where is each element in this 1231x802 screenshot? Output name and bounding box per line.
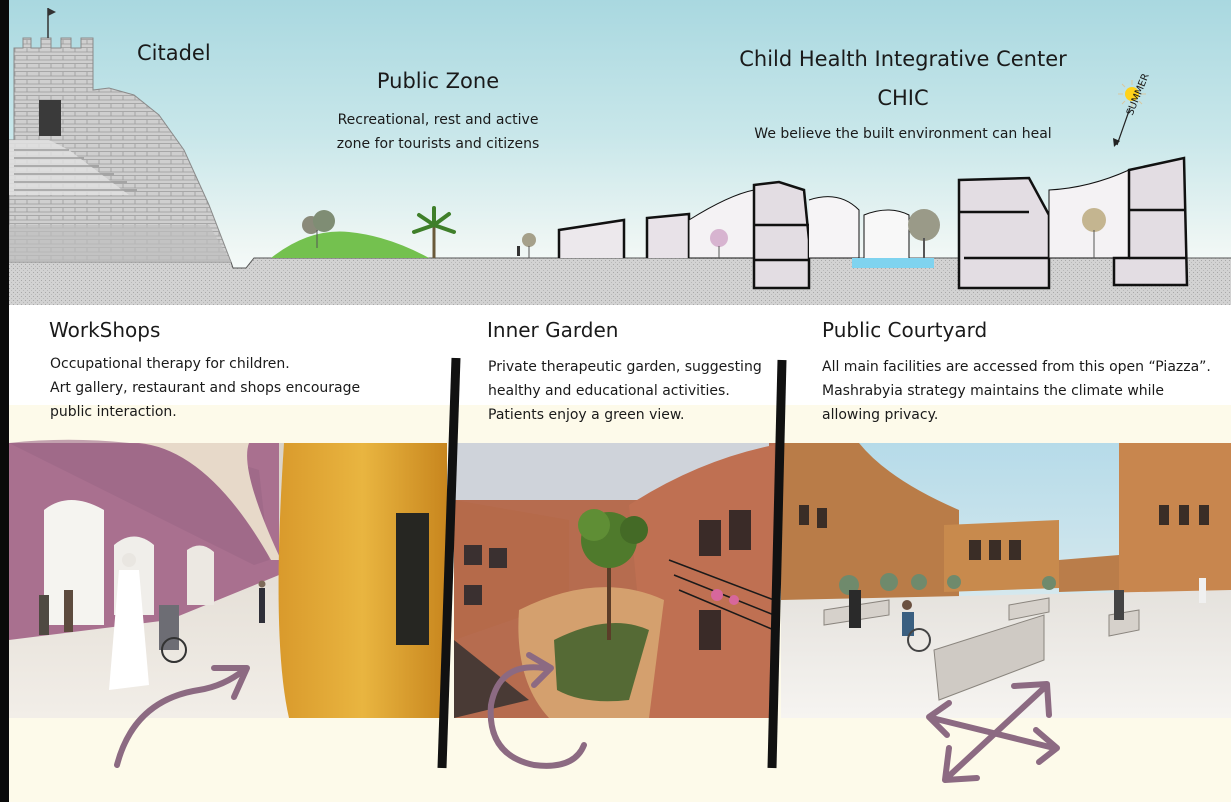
panel-inner-garden-line-2: healthy and educational activities. xyxy=(488,383,730,399)
chic-tagline: We believe the built environment can hea… xyxy=(754,126,1052,142)
citadel-illustration xyxy=(9,8,232,263)
ground-hatch xyxy=(9,258,1231,305)
curved-arrow-icon xyxy=(114,665,250,768)
panel-inner-garden-line-1: Private therapeutic garden, suggesting xyxy=(488,359,762,375)
section-trees xyxy=(710,208,1106,258)
panel-public-courtyard-line-3: allowing privacy. xyxy=(822,407,939,423)
chic-title: Child Health Integrative Center xyxy=(739,47,1067,71)
chic-acronym: CHIC xyxy=(877,86,929,110)
inner-garden-photo xyxy=(454,443,776,718)
public-courtyard-photo xyxy=(781,443,1231,718)
citadel-label: Citadel xyxy=(137,41,211,65)
panel-photos xyxy=(9,357,1231,783)
pool xyxy=(852,258,934,268)
panel-text-band xyxy=(9,305,1231,405)
divider-left xyxy=(437,357,461,769)
panel-workshops-line-1: Occupational therapy for children. xyxy=(50,356,290,372)
site-section-drawing xyxy=(9,8,1231,305)
cross-arrows-icon xyxy=(926,681,1060,783)
panel-public-courtyard-line-2: Mashrabyia strategy maintains the climat… xyxy=(822,383,1165,399)
poster: SUMMER Citadel Public Zone Recreational,… xyxy=(9,0,1231,802)
sun-icon xyxy=(1113,80,1146,147)
panel-workshops-line-3: public interaction. xyxy=(50,404,177,420)
panel-public-courtyard-title: Public Courtyard xyxy=(822,318,988,342)
public-zone-desc-line-1: Recreational, rest and active xyxy=(337,112,539,128)
public-zone-title: Public Zone xyxy=(376,69,500,93)
panel-workshops-line-2: Art gallery, restaurant and shops encour… xyxy=(50,380,361,396)
panel-workshops-title: WorkShops xyxy=(49,318,161,342)
divider-right xyxy=(767,359,787,769)
workshops-photo xyxy=(9,439,447,718)
circular-arrow-icon xyxy=(487,652,587,769)
panel-inner-garden-line-3: Patients enjoy a green view. xyxy=(488,407,685,423)
panel-public-courtyard-line-1: All main facilities are accessed from th… xyxy=(822,359,1211,375)
public-zone-desc-line-2: zone for tourists and citizens xyxy=(336,136,540,152)
panel-inner-garden-title: Inner Garden xyxy=(487,318,619,342)
park-illustration xyxy=(271,206,536,258)
